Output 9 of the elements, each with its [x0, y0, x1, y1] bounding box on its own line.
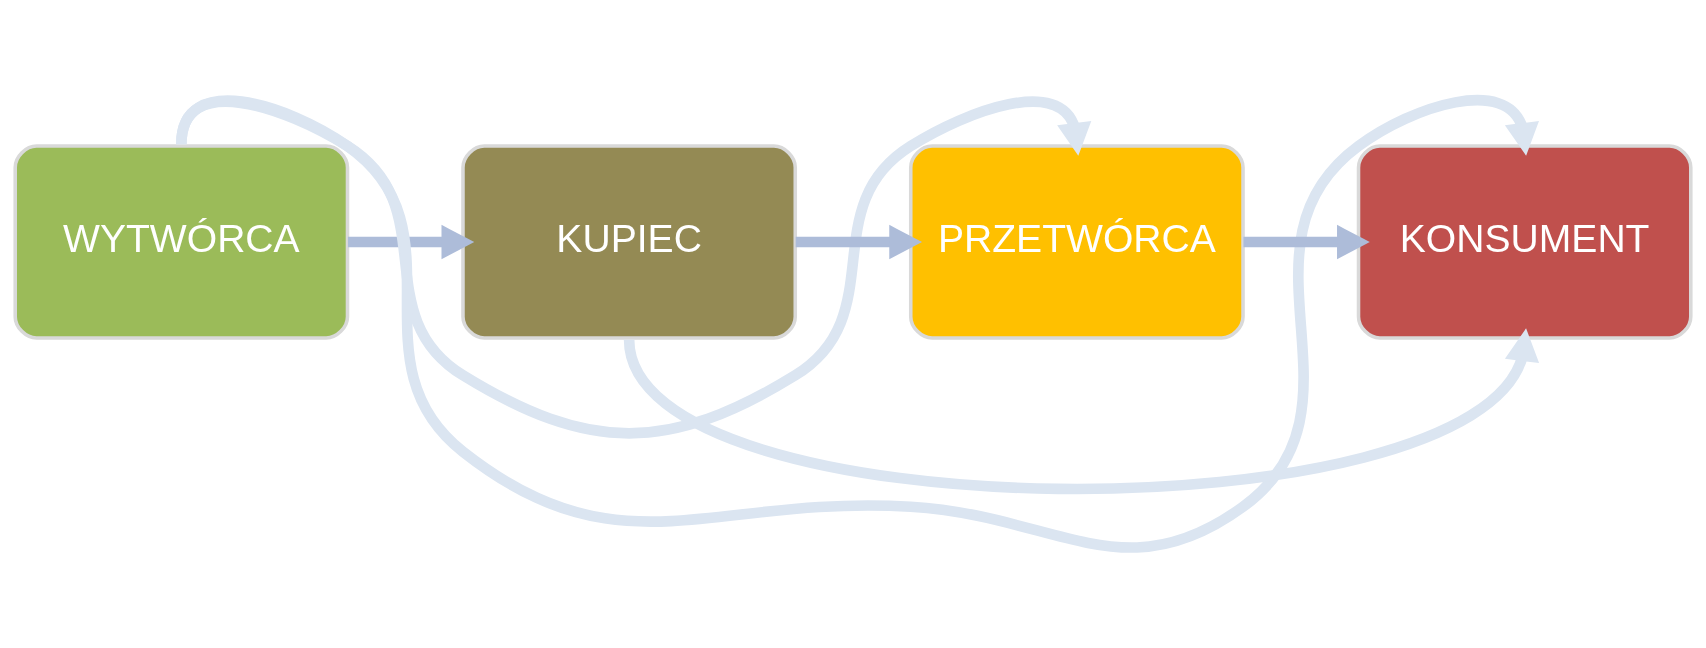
arrow: [1243, 224, 1370, 260]
arrow: [176, 95, 1539, 553]
node-box: PRZETWÓRCA: [908, 144, 1245, 340]
arrow: [795, 224, 923, 260]
arrow: [624, 328, 1540, 495]
node-box: KUPIEC: [461, 144, 798, 340]
node-box: KONSUMENT: [1356, 144, 1693, 340]
arrow: [347, 224, 475, 260]
node-box: WYTWÓRCA: [13, 144, 350, 340]
